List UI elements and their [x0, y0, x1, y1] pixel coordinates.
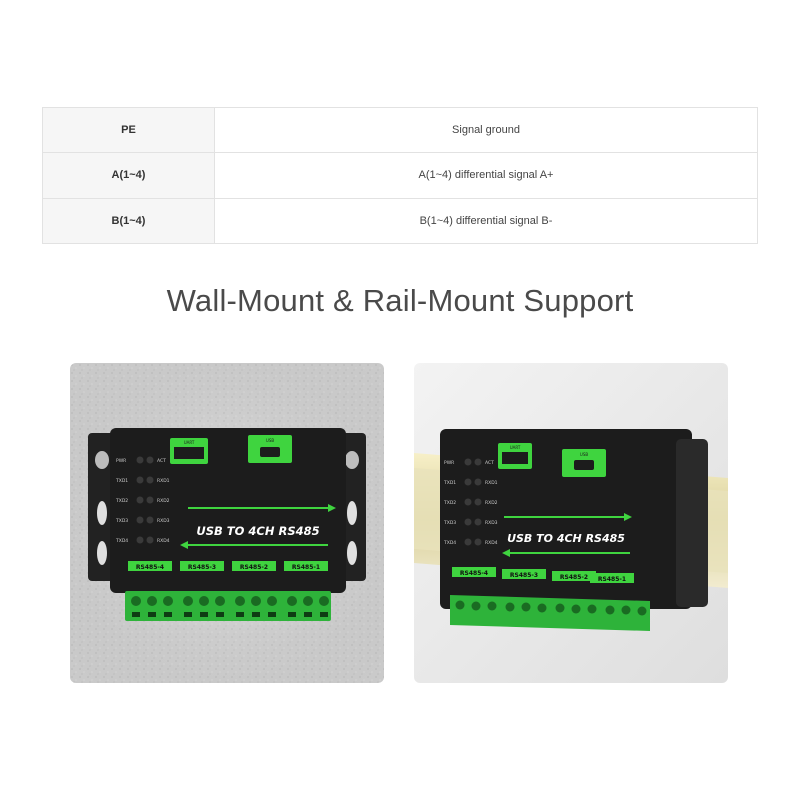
led-label: ACT: [485, 460, 494, 466]
pin-name-cell: PE: [42, 106, 215, 154]
led-label: RXD1: [485, 480, 498, 486]
usb-label: USB: [266, 438, 274, 443]
pin-description-table: PE Signal ground A(1~4) A(1~4) different…: [42, 106, 758, 245]
led-label: RXD4: [157, 538, 170, 544]
terminal-block: [450, 595, 650, 631]
rs485-port-labels: RS485-4 RS485-3 RS485-2 RS485-1: [452, 567, 634, 583]
port-label: RS485-4: [136, 564, 164, 571]
pin-name-cell: A(1~4): [42, 152, 215, 199]
uart-label: UART: [184, 440, 195, 445]
port-label: RS485-4: [460, 570, 488, 577]
port-label: RS485-2: [240, 564, 268, 571]
wall-mount-device-illustration: UART USB PWR TXD1 TXD2 TXD3 TXD4 ACT RXD…: [70, 363, 384, 683]
led-label: TXD2: [115, 498, 128, 504]
table-row: B(1~4) B(1~4) differential signal B-: [42, 197, 758, 245]
pin-description-cell: A(1~4) differential signal A+: [214, 152, 758, 199]
led-label: RXD3: [485, 520, 498, 526]
indicator-leds: PWR TXD1 TXD2 TXD3 TXD4 ACT RXD1 RXD2 RX…: [443, 458, 498, 546]
led-label: RXD4: [485, 540, 498, 546]
led-label: TXD4: [115, 538, 128, 544]
port-label: RS485-1: [598, 576, 626, 583]
led-label: TXD3: [443, 520, 456, 526]
led-label: PWR: [444, 460, 454, 466]
port-label: RS485-2: [560, 574, 588, 581]
pin-description-cell: Signal ground: [214, 106, 758, 154]
product-label: USB TO 4CH RS485: [507, 532, 625, 545]
table-row: PE Signal ground: [42, 106, 758, 154]
led-label: RXD1: [157, 478, 170, 484]
usb-label: USB: [580, 452, 588, 457]
port-label: RS485-3: [188, 564, 216, 571]
led-label: RXD2: [157, 498, 170, 504]
wall-mount-photo: UART USB PWR TXD1 TXD2 TXD3 TXD4 ACT RXD…: [70, 363, 384, 683]
product-label: USB TO 4CH RS485: [196, 524, 319, 538]
device-body: [440, 429, 692, 609]
led-label: ACT: [157, 458, 166, 464]
rail-mount-photo: UART USB PWR TXD1 TXD2 TXD3 TXD4 ACT RXD…: [414, 363, 728, 683]
pin-name-cell: B(1~4): [42, 197, 215, 245]
led-label: RXD2: [485, 500, 498, 506]
table-row: A(1~4) A(1~4) differential signal A+: [42, 152, 758, 199]
led-label: RXD3: [157, 518, 170, 524]
led-label: TXD4: [443, 540, 456, 546]
indicator-leds: PWR TXD1 TXD2 TXD3 TXD4 ACT RXD1 RXD2 RX…: [115, 456, 170, 544]
led-label: TXD3: [115, 518, 128, 524]
led-label: TXD1: [443, 480, 456, 486]
pin-description-cell: B(1~4) differential signal B-: [214, 197, 758, 245]
rs485-port-labels: RS485-4 RS485-3 RS485-2 RS485-1: [128, 561, 328, 571]
led-label: TXD1: [115, 478, 128, 484]
port-label: RS485-3: [510, 572, 538, 579]
rail-mount-device-illustration: UART USB PWR TXD1 TXD2 TXD3 TXD4 ACT RXD…: [414, 363, 728, 683]
port-label: RS485-1: [292, 564, 320, 571]
device-body: [110, 428, 346, 593]
section-title: Wall-Mount & Rail-Mount Support: [166, 283, 634, 318]
led-label: PWR: [116, 458, 126, 464]
uart-label: UART: [510, 445, 521, 450]
terminal-block: [125, 591, 331, 621]
led-label: TXD2: [443, 500, 456, 506]
